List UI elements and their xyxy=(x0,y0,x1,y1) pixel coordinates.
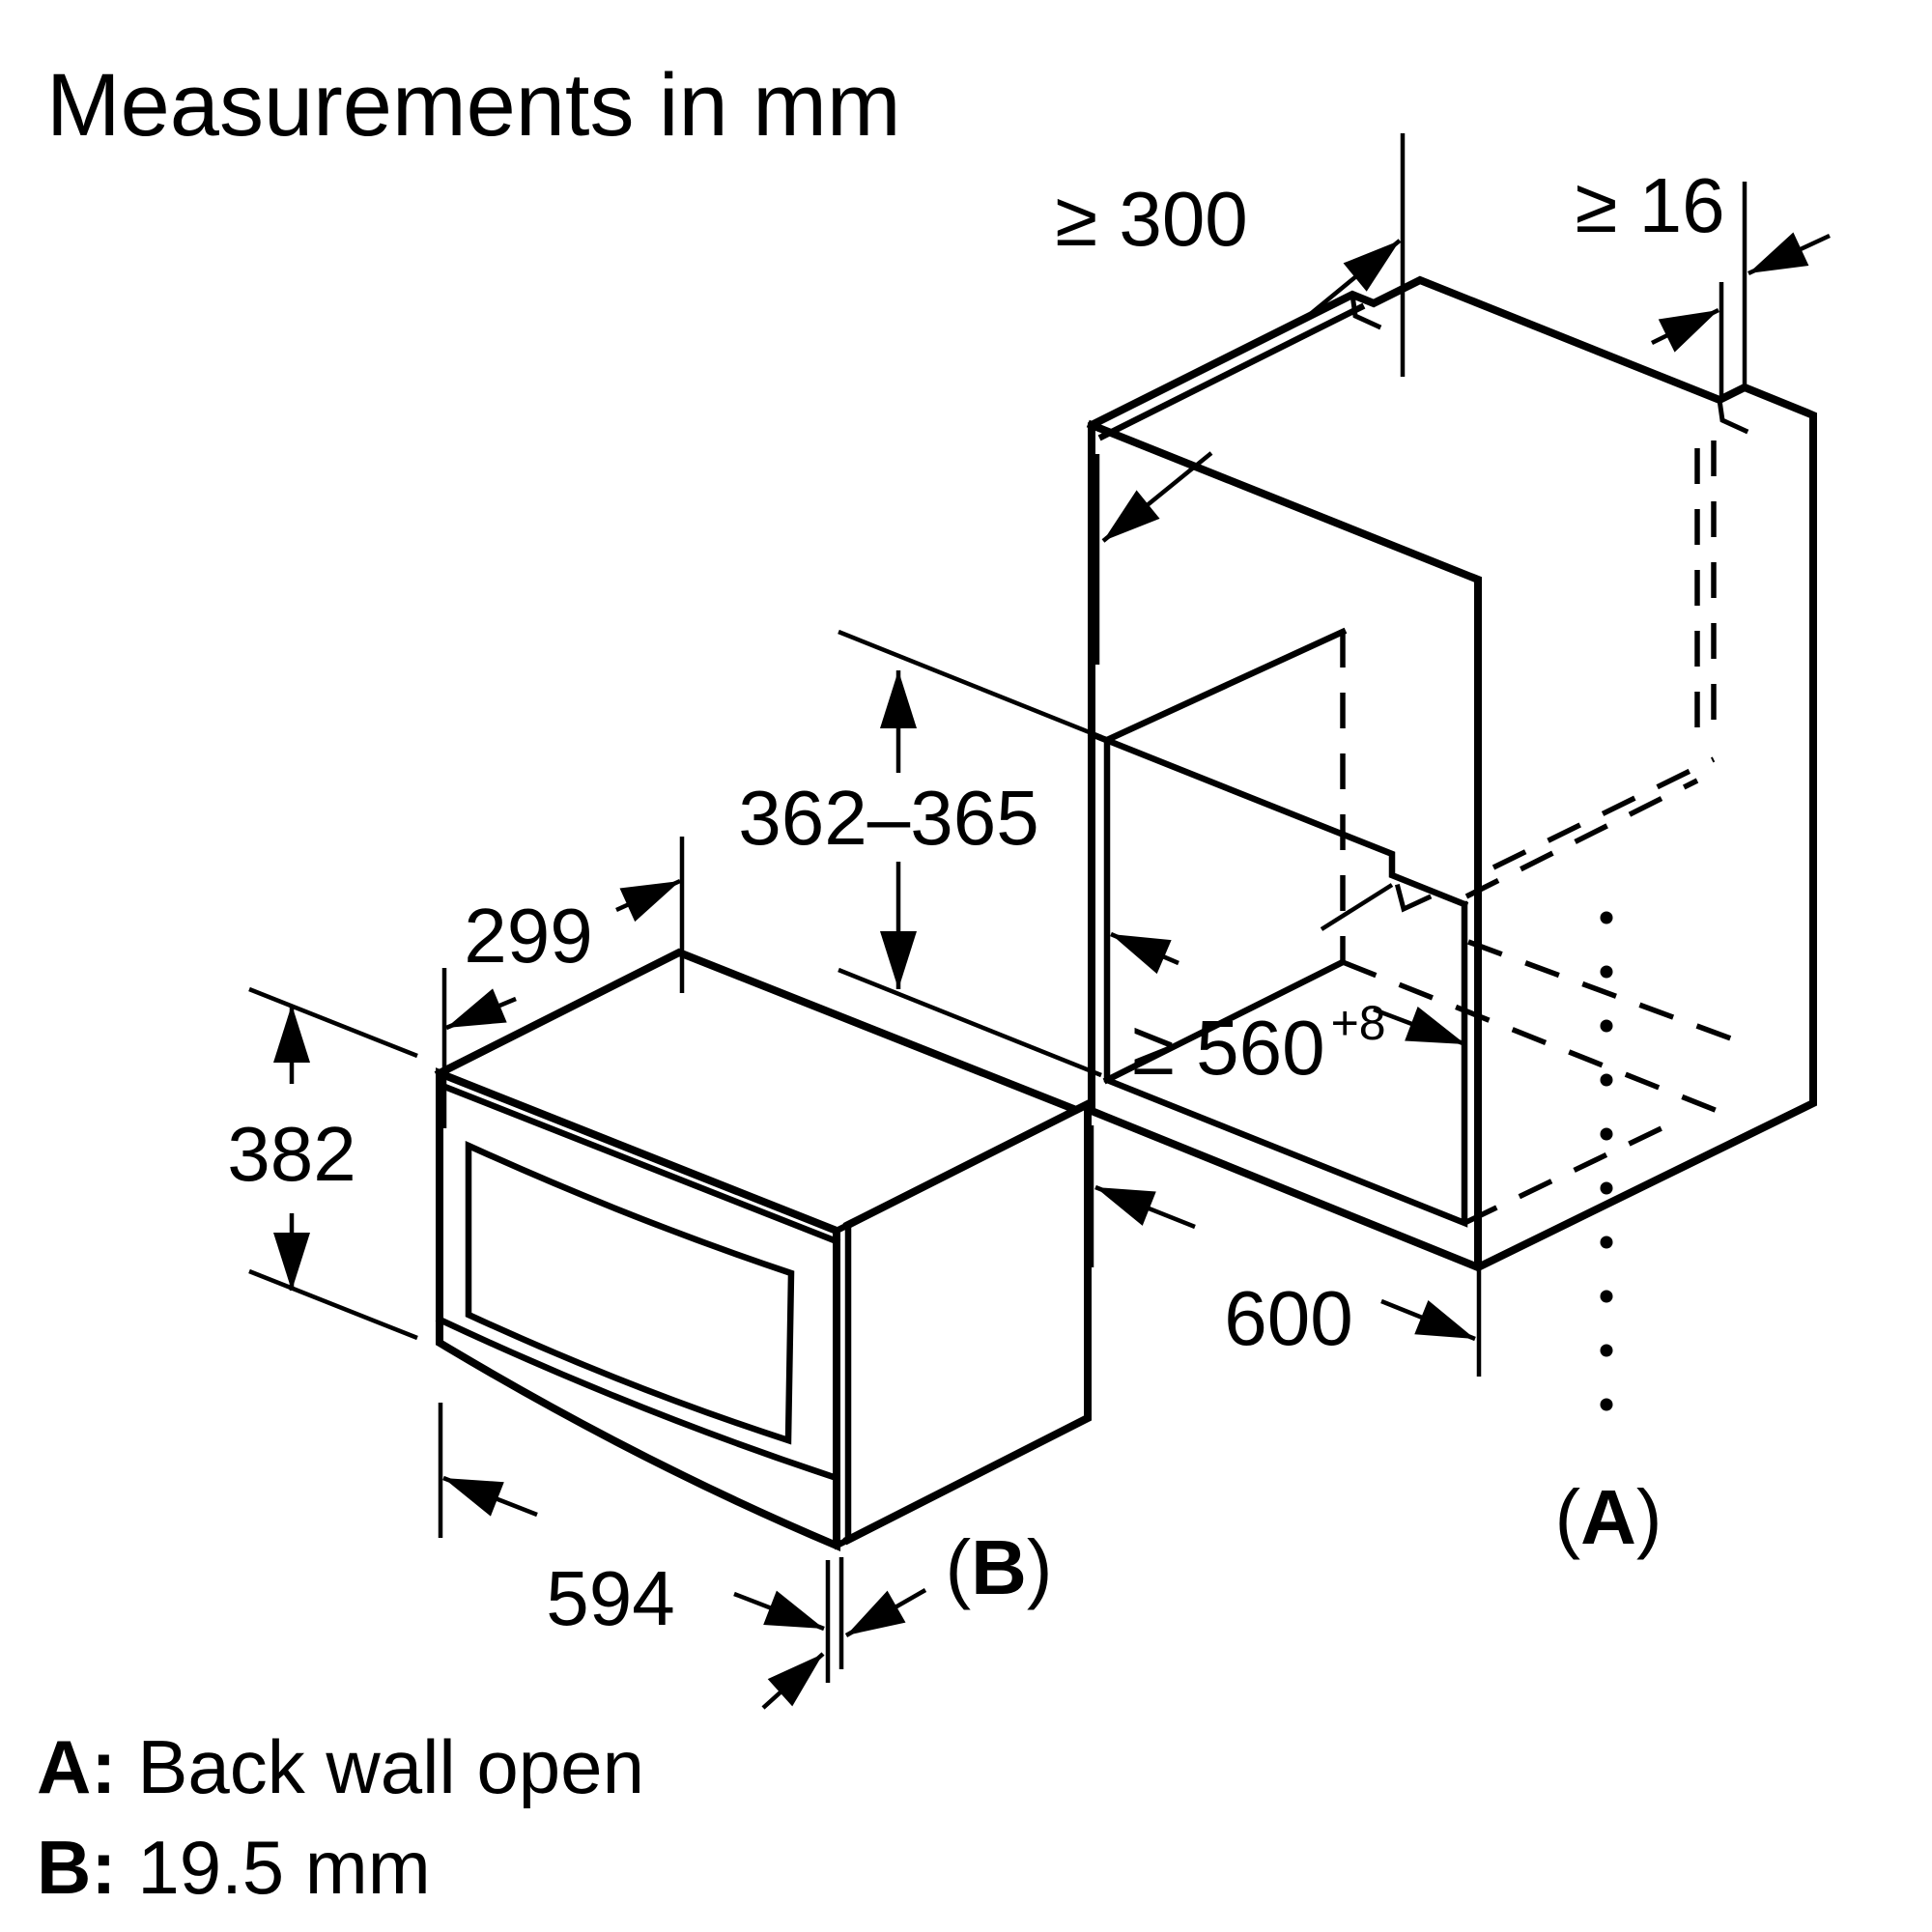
dim-label-back-ref: (A) xyxy=(1554,1474,1662,1560)
cabinet-dimensions: ≥ 300 ≥ 16 362–365 ≥ 560+8 600 (A) xyxy=(738,133,1831,1560)
dim-label-panel-thickness: ≥ 16 xyxy=(1575,162,1724,248)
microwave-door-bevel xyxy=(438,1081,841,1246)
dim-label-niche-height: 362–365 xyxy=(738,775,1038,861)
microwave-figure xyxy=(434,948,1094,1552)
legend-text-b: 19.5 mm xyxy=(137,1825,430,1910)
cabinet-front-edges xyxy=(1086,419,1482,1269)
cabinet-notch-details xyxy=(1350,292,1749,913)
dim-label-depth: 299 xyxy=(464,893,592,979)
arrow-362-down-head xyxy=(880,931,917,989)
microwave-door-edge xyxy=(832,1219,852,1550)
ext-line-382-bottom xyxy=(248,1268,418,1341)
microwave-door-band xyxy=(435,1315,841,1483)
leader-line-niche-width xyxy=(1320,883,1394,931)
legend-line-a: A:Back wall open xyxy=(37,1724,644,1809)
cabinet-niche-frame-inner xyxy=(1103,736,1468,1228)
arrow-door-right-head xyxy=(846,1590,906,1635)
arrow-382-down-head xyxy=(273,1233,310,1291)
ext-line-382-top xyxy=(248,986,418,1059)
arrow-300-lower-head xyxy=(1103,490,1160,541)
dim-label-width: 594 xyxy=(546,1555,674,1641)
dim-label-door-ref: (B) xyxy=(945,1524,1052,1610)
back-ref-letter: A xyxy=(1580,1474,1636,1560)
arrow-door-left-head xyxy=(767,1654,823,1707)
dim-label-height: 382 xyxy=(227,1111,355,1197)
door-ref-paren-close: ) xyxy=(1027,1524,1053,1610)
dim-label-niche-width: ≥ 560+8 xyxy=(1132,996,1386,1091)
arrow-600-left-head xyxy=(1095,1187,1156,1226)
cabinet-ridge-inner-line xyxy=(1097,302,1366,441)
cabinet-dashed-back-edge-4 xyxy=(1492,756,1716,870)
ext-line-362-bottom xyxy=(838,967,1102,1078)
arrow-362-up-head xyxy=(880,670,917,728)
arrow-594-left-head xyxy=(443,1478,504,1517)
arrow-16-upper-head xyxy=(1748,232,1809,273)
arrow-16-lower-head xyxy=(1658,310,1719,353)
microwave-door-face xyxy=(436,1067,840,1552)
back-ref-paren-close: ) xyxy=(1636,1474,1662,1560)
ext-line-362-top xyxy=(838,629,1102,740)
microwave-dimensions: 299 382 594 (B) xyxy=(227,837,1053,1710)
arrow-299-upper-head xyxy=(619,881,680,923)
cabinet-figure xyxy=(1086,275,1817,1453)
arrow-560-left-head xyxy=(1111,934,1172,975)
legend-text-a: Back wall open xyxy=(137,1724,644,1809)
niche-width-tolerance: +8 xyxy=(1331,996,1386,1050)
page-title: Measurements in mm xyxy=(46,56,900,155)
legend-key-b: B: xyxy=(37,1825,116,1910)
door-ref-paren-open: ( xyxy=(945,1524,971,1610)
microwave-right-face xyxy=(842,1097,1092,1546)
door-ref-letter: B xyxy=(971,1524,1027,1610)
arrow-594-right-head xyxy=(763,1590,824,1629)
arrow-382-up-head xyxy=(273,1005,310,1063)
arrow-300-upper-head xyxy=(1343,241,1400,292)
niche-width-value: ≥ 560 xyxy=(1132,1005,1325,1091)
microwave-door-window xyxy=(465,1140,795,1445)
arrow-600-right-head xyxy=(1414,1299,1475,1339)
cabinet-dashed-back-edge-5 xyxy=(1467,939,1740,1044)
legend-key-a: A: xyxy=(37,1724,116,1809)
dim-label-top-clearance: ≥ 300 xyxy=(1055,176,1248,262)
arrow-299-lower-head xyxy=(446,988,507,1028)
cabinet-dashed-floor-back-edge xyxy=(1341,959,1729,1118)
arrow-560-right-head xyxy=(1405,1006,1465,1044)
cabinet-dashed-bottom-rear-edge xyxy=(1463,1125,1663,1226)
back-ref-paren-open: ( xyxy=(1554,1474,1580,1560)
cabinet-dashed-back-edge-3 xyxy=(1464,778,1699,899)
dim-label-cabinet-width: 600 xyxy=(1224,1275,1352,1361)
legend: A:Back wall open B:19.5 mm xyxy=(37,1724,644,1910)
legend-line-b: B:19.5 mm xyxy=(37,1825,431,1910)
cabinet-niche-ceiling-edge xyxy=(1087,729,1469,909)
cabinet-interior-edges xyxy=(1102,627,1348,1085)
